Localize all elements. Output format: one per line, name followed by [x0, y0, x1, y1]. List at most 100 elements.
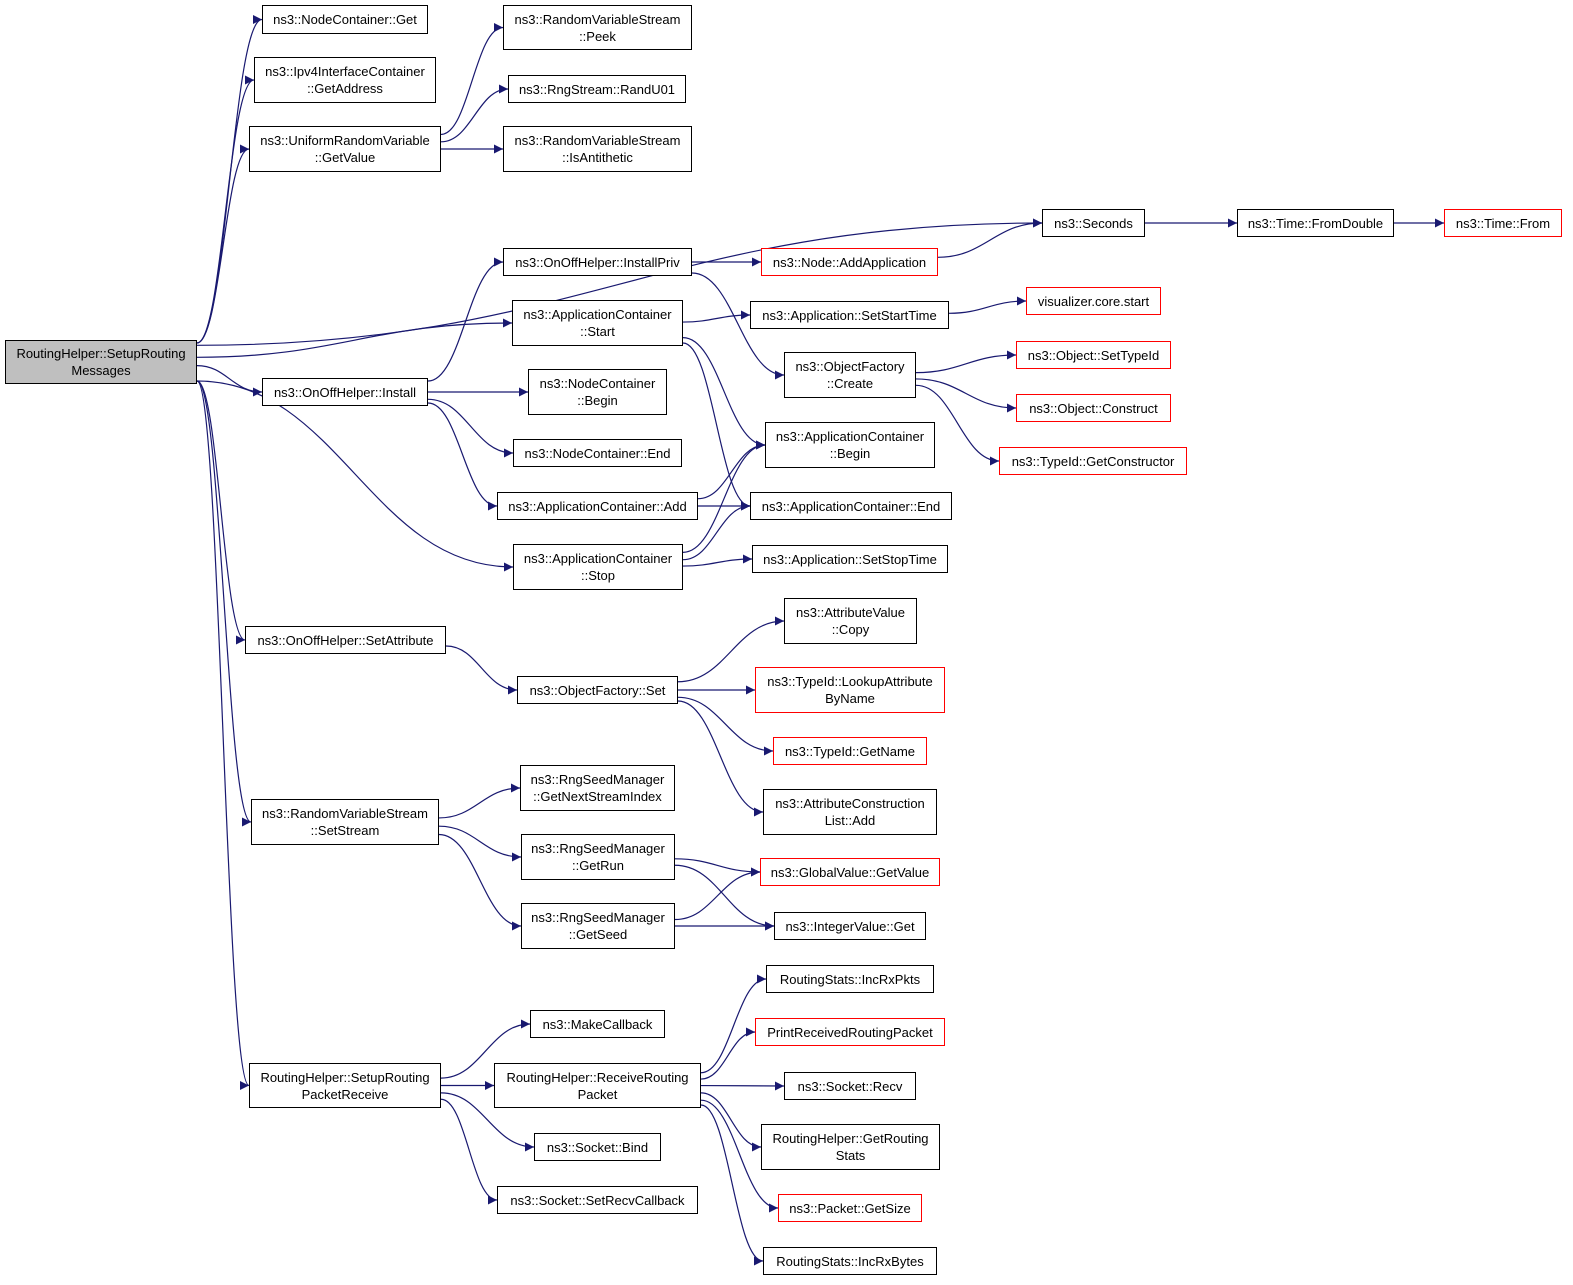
graph-node-n34[interactable]: ns3::RngSeedManager ::GetNextStreamIndex	[520, 765, 675, 811]
graph-node-n48[interactable]: ns3::Packet::GetSize	[778, 1194, 922, 1222]
graph-node-n2[interactable]: ns3::NodeContainer::Get	[262, 5, 428, 34]
graph-node-label: ns3::ObjectFactory ::Create	[795, 359, 905, 391]
graph-node-n38[interactable]: ns3::RngSeedManager ::GetSeed	[521, 903, 675, 949]
graph-node-n47[interactable]: ns3::Socket::Bind	[534, 1133, 661, 1161]
graph-node-n36[interactable]: ns3::RngSeedManager ::GetRun	[521, 834, 675, 880]
graph-node-n33[interactable]: ns3::AttributeConstruction List::Add	[763, 789, 937, 835]
edge-n1-n43	[196, 380, 250, 1090]
graph-node-label: ns3::Node::AddApplication	[772, 254, 927, 270]
graph-node-label: ns3::RngSeedManager ::GetRun	[531, 841, 665, 873]
graph-node-n15[interactable]: visualizer.core.start	[1026, 287, 1161, 315]
graph-node-label: ns3::ObjectFactory::Set	[529, 682, 666, 698]
graph-node-n40[interactable]: RoutingStats::IncRxPkts	[766, 965, 934, 993]
graph-node-n25[interactable]: ns3::ApplicationContainer::End	[750, 492, 952, 520]
graph-node-label: ns3::TypeId::GetName	[784, 743, 916, 759]
graph-node-n39[interactable]: ns3::IntegerValue::Get	[774, 912, 926, 940]
graph-node-label: ns3::RandomVariableStream ::IsAntithetic	[514, 133, 681, 165]
graph-node-label: PrintReceivedRoutingPacket	[767, 1024, 933, 1040]
edge-n43-n49	[440, 1098, 498, 1205]
graph-node-n11[interactable]: ns3::OnOffHelper::InstallPriv	[503, 248, 692, 276]
graph-node-n9[interactable]: ns3::Time::FromDouble	[1237, 209, 1394, 237]
graph-node-n6[interactable]: ns3::RngStream::RandU01	[508, 75, 686, 103]
graph-node-label: ns3::OnOffHelper::SetAttribute	[257, 632, 434, 648]
graph-node-n10[interactable]: ns3::Time::From	[1444, 209, 1562, 237]
edge-n1-n8	[196, 218, 1043, 346]
graph-node-n49[interactable]: ns3::Socket::SetRecvCallback	[497, 1186, 698, 1214]
graph-node-n45[interactable]: ns3::Socket::Recv	[784, 1072, 916, 1100]
edge-n20-n24	[427, 402, 498, 511]
graph-node-label: ns3::Application::SetStopTime	[763, 551, 937, 567]
graph-node-n23[interactable]: ns3::ApplicationContainer ::Begin	[765, 422, 935, 468]
graph-node-label: ns3::RandomVariableStream ::SetStream	[262, 806, 428, 838]
graph-node-n29[interactable]: ns3::AttributeValue ::Copy	[784, 598, 917, 644]
graph-node-label: ns3::OnOffHelper::Install	[273, 384, 417, 400]
graph-node-n1[interactable]: RoutingHelper::SetupRouting Messages	[5, 340, 197, 384]
graph-node-n17[interactable]: ns3::Object::SetTypeId	[1016, 341, 1171, 369]
edge-n12-n8	[937, 218, 1043, 258]
graph-node-n27[interactable]: ns3::Application::SetStopTime	[752, 545, 948, 573]
graph-node-n13[interactable]: ns3::ApplicationContainer ::Start	[512, 300, 683, 346]
graph-node-label: ns3::RngSeedManager ::GetNextStreamIndex	[530, 772, 665, 804]
edge-n20-n22	[427, 398, 514, 458]
graph-node-n35[interactable]: ns3::RandomVariableStream ::SetStream	[251, 799, 439, 845]
graph-node-n43[interactable]: RoutingHelper::SetupRouting PacketReceiv…	[249, 1063, 441, 1108]
graph-node-n16[interactable]: ns3::ObjectFactory ::Create	[784, 352, 916, 398]
graph-node-label: ns3::Seconds	[1054, 215, 1133, 231]
graph-node-label: RoutingHelper::GetRouting Stats	[772, 1131, 929, 1163]
graph-node-n26[interactable]: ns3::ApplicationContainer ::Stop	[513, 544, 683, 590]
graph-node-n24[interactable]: ns3::ApplicationContainer::Add	[497, 492, 698, 520]
graph-node-n31[interactable]: ns3::TypeId::LookupAttribute ByName	[755, 667, 945, 713]
graph-node-n3[interactable]: ns3::Ipv4InterfaceContainer ::GetAddress	[254, 57, 436, 103]
graph-node-n8[interactable]: ns3::Seconds	[1042, 209, 1145, 237]
graph-node-label: RoutingStats::IncRxBytes	[776, 1253, 924, 1269]
graph-node-label: ns3::Socket::SetRecvCallback	[510, 1192, 685, 1208]
edge-n30-n32	[677, 696, 774, 756]
graph-node-label: ns3::RngSeedManager ::GetSeed	[531, 910, 665, 942]
graph-node-label: ns3::OnOffHelper::InstallPriv	[515, 254, 680, 270]
edge-n1-n20	[196, 365, 263, 397]
graph-node-n5[interactable]: ns3::RandomVariableStream ::Peek	[503, 5, 692, 50]
edge-n44-n42	[700, 1027, 756, 1080]
graph-node-label: ns3::NodeContainer::Get	[273, 12, 417, 27]
edge-n43-n41	[440, 1019, 531, 1079]
graph-node-label: ns3::ApplicationContainer::End	[761, 498, 941, 514]
graph-node-n19[interactable]: ns3::TypeId::GetConstructor	[999, 447, 1187, 475]
graph-node-label: RoutingHelper::SetupRouting PacketReceiv…	[260, 1069, 430, 1102]
graph-node-label: ns3::AttributeValue ::Copy	[796, 605, 905, 637]
graph-node-n41[interactable]: ns3::MakeCallback	[530, 1010, 665, 1038]
edge-n28-n30	[445, 645, 518, 695]
edge-n14-n15	[948, 296, 1027, 314]
graph-node-n18[interactable]: ns3::Object::Construct	[1016, 394, 1171, 422]
graph-node-n22[interactable]: ns3::NodeContainer::End	[513, 439, 682, 467]
graph-node-label: ns3::UniformRandomVariable ::GetValue	[260, 133, 430, 165]
graph-node-n14[interactable]: ns3::Application::SetStartTime	[750, 301, 949, 329]
graph-node-n42[interactable]: PrintReceivedRoutingPacket	[755, 1018, 945, 1046]
graph-node-n20[interactable]: ns3::OnOffHelper::Install	[262, 378, 428, 406]
graph-node-n28[interactable]: ns3::OnOffHelper::SetAttribute	[245, 626, 446, 654]
graph-node-label: ns3::Application::SetStartTime	[762, 307, 937, 323]
edge-n38-n37	[674, 867, 761, 921]
graph-node-n30[interactable]: ns3::ObjectFactory::Set	[517, 676, 678, 704]
graph-node-n44[interactable]: RoutingHelper::ReceiveRouting Packet	[494, 1063, 701, 1108]
edge-n16-n18	[915, 378, 1017, 413]
graph-node-n21[interactable]: ns3::NodeContainer ::Begin	[528, 369, 667, 415]
graph-node-label: ns3::RandomVariableStream ::Peek	[514, 11, 681, 44]
graph-node-label: ns3::Object::SetTypeId	[1027, 347, 1160, 363]
graph-node-n4[interactable]: ns3::UniformRandomVariable ::GetValue	[249, 126, 441, 172]
edge-n4-n6	[440, 84, 509, 143]
graph-node-n7[interactable]: ns3::RandomVariableStream ::IsAntithetic	[503, 126, 692, 172]
graph-node-n50[interactable]: RoutingStats::IncRxBytes	[763, 1247, 937, 1275]
graph-node-n37[interactable]: ns3::GlobalValue::GetValue	[760, 858, 940, 886]
graph-node-label: ns3::TypeId::GetConstructor	[1011, 453, 1175, 469]
graph-node-n46[interactable]: RoutingHelper::GetRouting Stats	[761, 1124, 940, 1170]
graph-node-label: ns3::ApplicationContainer ::Start	[523, 307, 672, 339]
graph-node-n32[interactable]: ns3::TypeId::GetName	[773, 737, 927, 765]
graph-node-n12[interactable]: ns3::Node::AddApplication	[761, 248, 938, 276]
edge-n35-n34	[438, 783, 521, 819]
edge-n44-n46	[700, 1092, 762, 1152]
edge-n44-n48	[700, 1099, 779, 1213]
graph-node-label: RoutingStats::IncRxPkts	[779, 971, 921, 987]
edge-n30-n33	[677, 700, 764, 817]
edge-n1-n26	[196, 380, 514, 572]
